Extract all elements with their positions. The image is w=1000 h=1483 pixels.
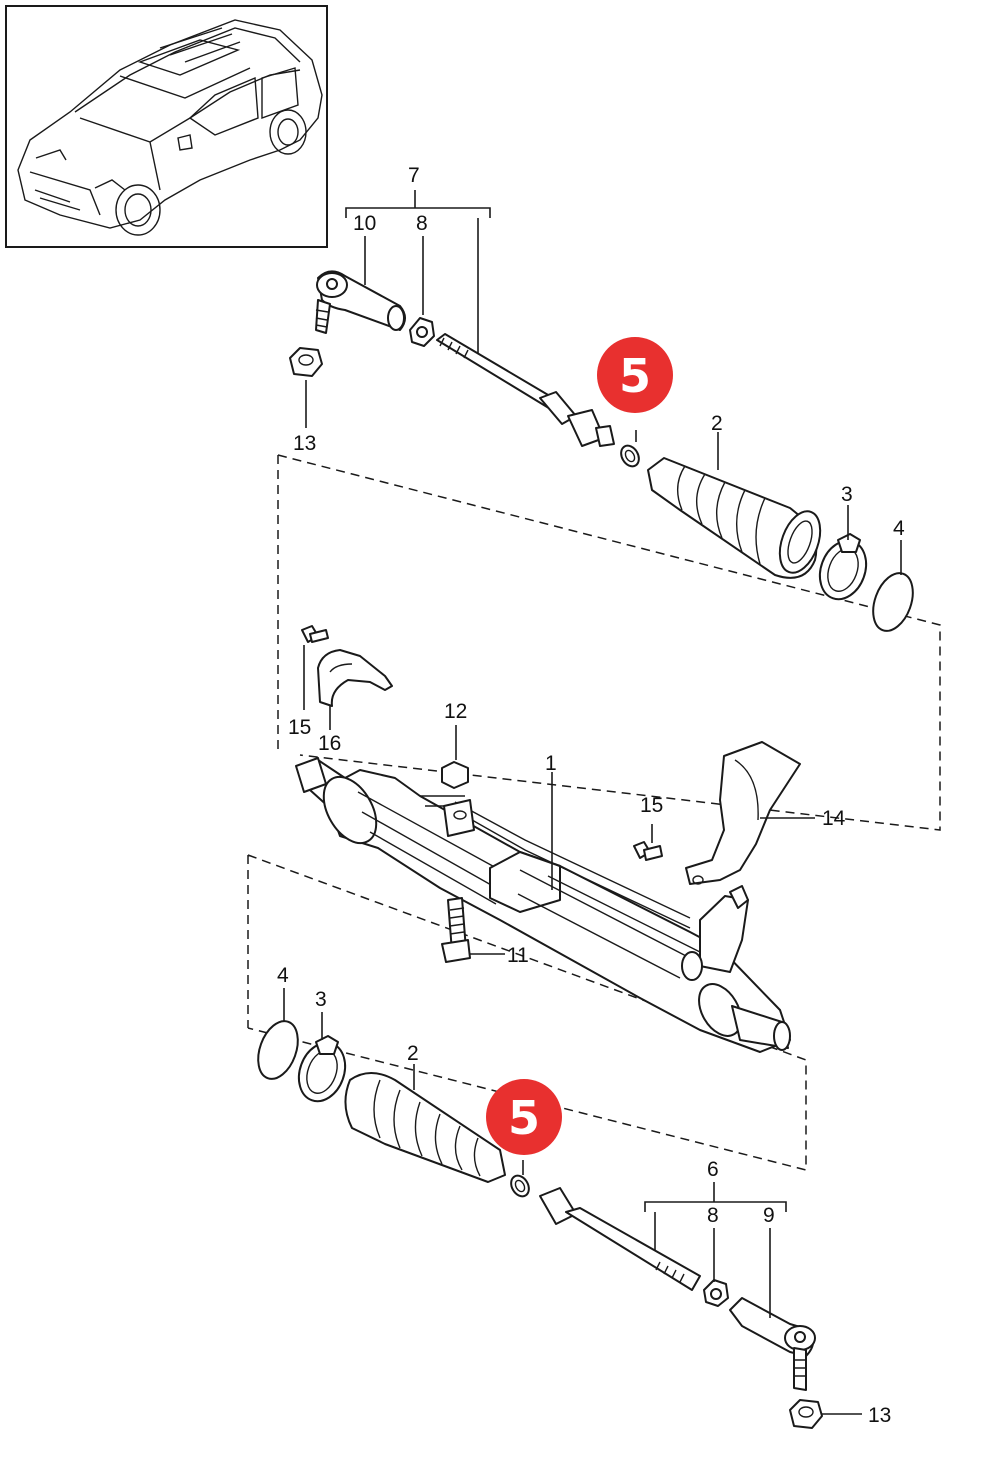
self-locking-nut-lower bbox=[789, 1399, 823, 1429]
nut-upper bbox=[409, 317, 435, 347]
callout-labels: 7 10 8 13 2 3 4 15 16 12 1 15 14 11 4 3 … bbox=[277, 164, 905, 1427]
callout-11: 11 bbox=[507, 944, 529, 967]
bellows-boot-lower bbox=[344, 1072, 506, 1183]
inner-tie-rod-lower bbox=[539, 1187, 701, 1291]
clamp-lower bbox=[297, 1035, 347, 1103]
vehicle-thumbnail bbox=[5, 5, 328, 248]
callout-10: 10 bbox=[353, 212, 376, 235]
o-ring-upper bbox=[872, 572, 914, 632]
tie-rod-end-upper bbox=[315, 270, 406, 334]
upper-tie-rod-assembly bbox=[289, 190, 914, 632]
callout-6: 6 bbox=[707, 1158, 719, 1181]
callout-4-top: 4 bbox=[893, 517, 905, 540]
highlight-badge-top: 5 bbox=[597, 337, 673, 413]
callout-1: 1 bbox=[545, 752, 557, 775]
inner-tie-rod-upper bbox=[436, 333, 615, 447]
callout-8-top: 8 bbox=[416, 212, 428, 235]
o-ring-lower bbox=[257, 1020, 299, 1080]
callout-3-bottom: 3 bbox=[315, 988, 327, 1011]
callout-13-bottom: 13 bbox=[868, 1404, 891, 1427]
callout-9: 9 bbox=[763, 1204, 775, 1227]
highlight-badge-top-text: 5 bbox=[619, 349, 651, 403]
highlight-badge-bottom-text: 5 bbox=[508, 1091, 540, 1145]
callout-2-top: 2 bbox=[711, 412, 723, 435]
callout-7: 7 bbox=[408, 164, 420, 187]
callout-15-left: 15 bbox=[288, 716, 311, 739]
callout-16: 16 bbox=[318, 732, 341, 755]
nut-lower bbox=[703, 1279, 729, 1307]
highlight-badge-bottom: 5 bbox=[486, 1079, 562, 1155]
lower-tie-rod-assembly bbox=[257, 988, 862, 1429]
callout-2-bottom: 2 bbox=[407, 1042, 419, 1065]
self-locking-nut-upper bbox=[289, 347, 323, 377]
callout-3-top: 3 bbox=[841, 483, 853, 506]
heat-shield bbox=[685, 741, 801, 885]
clip-lower bbox=[510, 1174, 530, 1198]
callout-12: 12 bbox=[444, 700, 467, 723]
callout-13-top: 13 bbox=[293, 432, 316, 455]
steering-rack-housing bbox=[295, 625, 791, 1053]
callout-14: 14 bbox=[822, 807, 846, 830]
mount-bracket bbox=[317, 649, 393, 707]
bellows-boot-upper bbox=[647, 457, 822, 579]
clip-upper bbox=[620, 444, 640, 468]
tie-rod-end-lower bbox=[729, 1297, 816, 1391]
clamp-upper bbox=[818, 533, 868, 601]
callout-4-bottom: 4 bbox=[277, 964, 289, 987]
bolt-15-right bbox=[633, 841, 663, 861]
dashed-frame-upper bbox=[277, 454, 941, 831]
callout-8-bottom: 8 bbox=[707, 1204, 719, 1227]
callout-15-right: 15 bbox=[640, 794, 663, 817]
suv-illustration bbox=[17, 19, 323, 236]
bolt-15-left bbox=[301, 625, 329, 643]
